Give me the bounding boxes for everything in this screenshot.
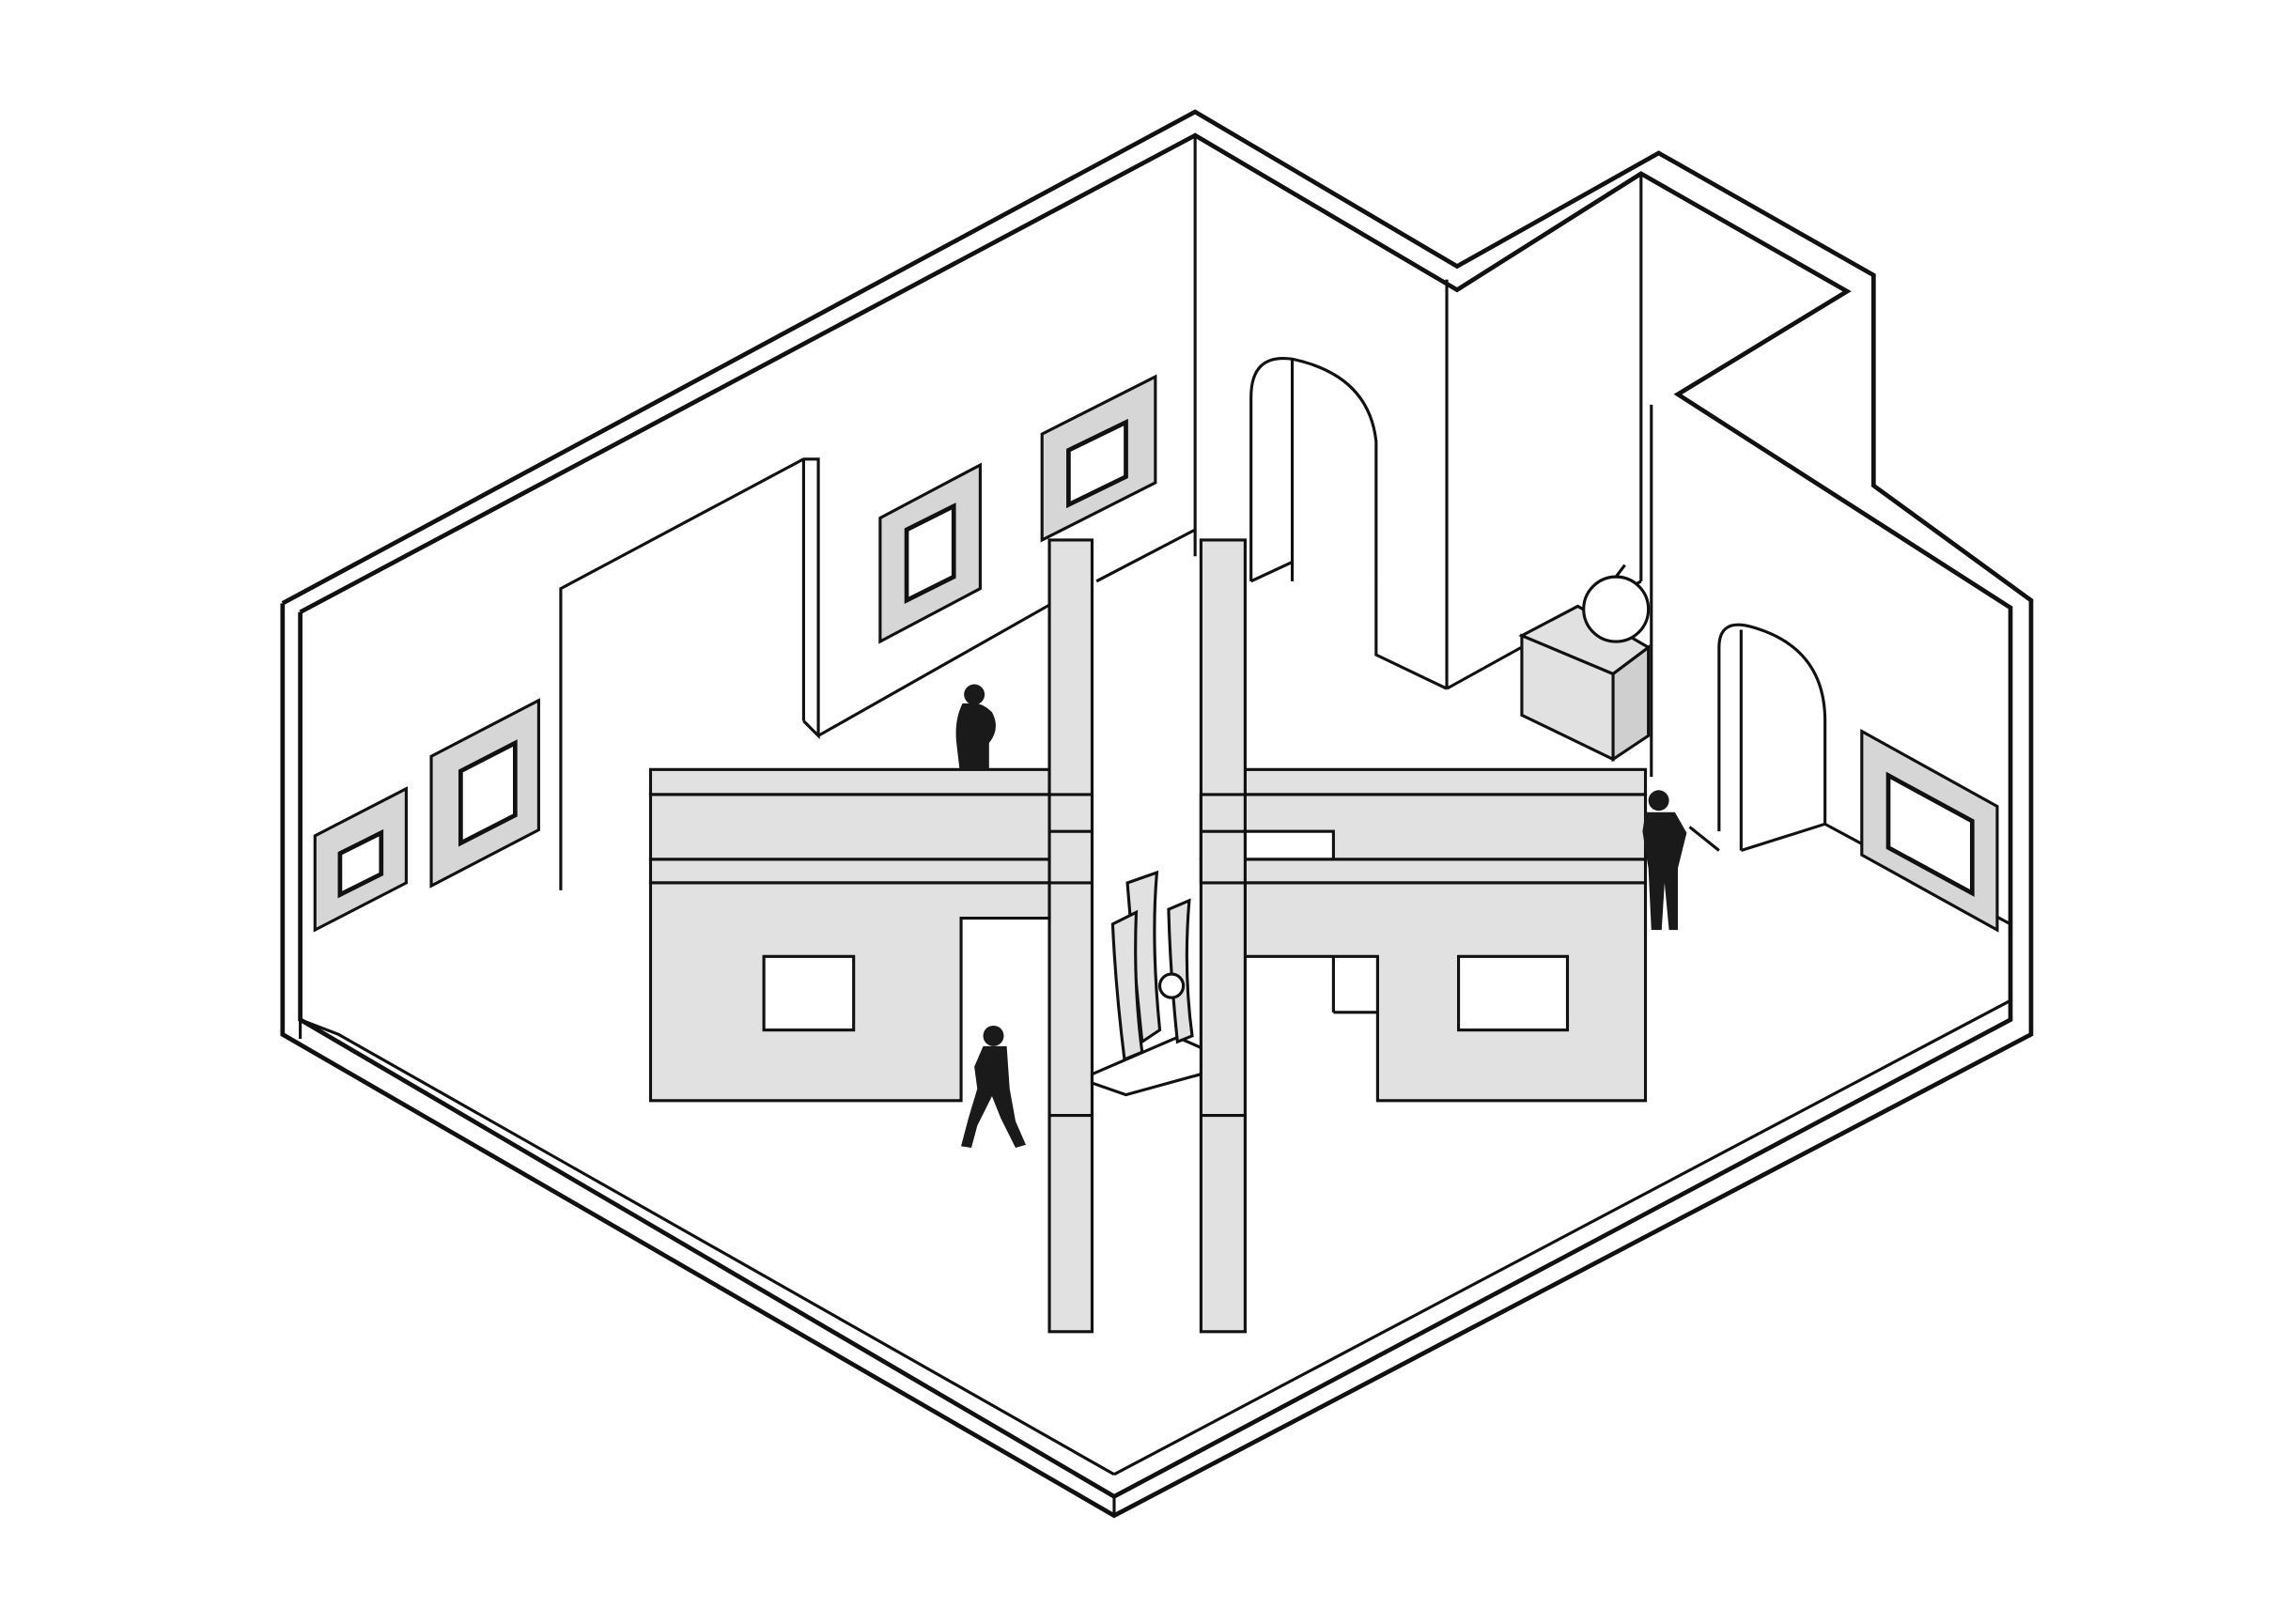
partition-right-slot — [1243, 829, 1335, 861]
outer-wall-shell — [280, 109, 2034, 1519]
apple-stem — [1614, 564, 1626, 579]
center-sculpture — [1090, 870, 1202, 1097]
person-walking — [961, 1025, 1026, 1148]
person-standing-right — [1642, 790, 1687, 931]
sculpture-blade-3 — [1167, 898, 1194, 1044]
floor-edge-right — [1113, 998, 2011, 1476]
outer-wall-outer-edge — [280, 109, 2034, 1519]
arch-opening-right — [1717, 623, 2011, 926]
artwork-back-1 — [904, 502, 956, 604]
artworks — [313, 374, 1999, 933]
pedestal-sculpture — [1518, 564, 1652, 763]
sculpture-platform — [1090, 1035, 1202, 1097]
artwork-right — [1885, 771, 1975, 897]
person-upper-left — [955, 684, 996, 770]
artwork-left-small — [337, 828, 384, 899]
artwork-left-large — [458, 739, 518, 847]
partition-right-window — [1456, 954, 1570, 1032]
arch-right-base — [1688, 826, 1720, 852]
partition-left-window — [762, 954, 856, 1032]
arch-opening-center — [1249, 356, 1448, 690]
sculpture-ball — [1157, 972, 1186, 999]
back-wall-base-mid — [1095, 528, 1196, 583]
people — [955, 684, 1687, 1148]
outer-wall-inner-edge — [298, 132, 2013, 1499]
floor-edge-left — [300, 1018, 1115, 1476]
pillar-left — [1047, 538, 1094, 1334]
arch-right-floor — [1740, 822, 1826, 853]
arch-base — [1250, 561, 1294, 583]
back-wall-base-left — [817, 601, 1053, 737]
partition-left-beam — [648, 858, 1094, 885]
apple-sculpture — [1582, 575, 1651, 643]
partition-left-mid-band — [648, 793, 1094, 861]
partition-left-top-band — [648, 767, 1051, 796]
artwork-back-2 — [1066, 418, 1128, 509]
partition-right-wall — [1243, 881, 1648, 1103]
pedestal-side — [1611, 644, 1651, 763]
central-partitions — [648, 538, 1648, 1334]
sculpture-blade-2 — [1110, 909, 1144, 1062]
partition-right-top-band — [1243, 767, 1648, 796]
back-wall-step-left — [559, 457, 820, 890]
partition-right-beam — [1199, 858, 1648, 885]
back-wall-structure — [559, 173, 2011, 926]
pillar-right — [1199, 538, 1247, 1334]
